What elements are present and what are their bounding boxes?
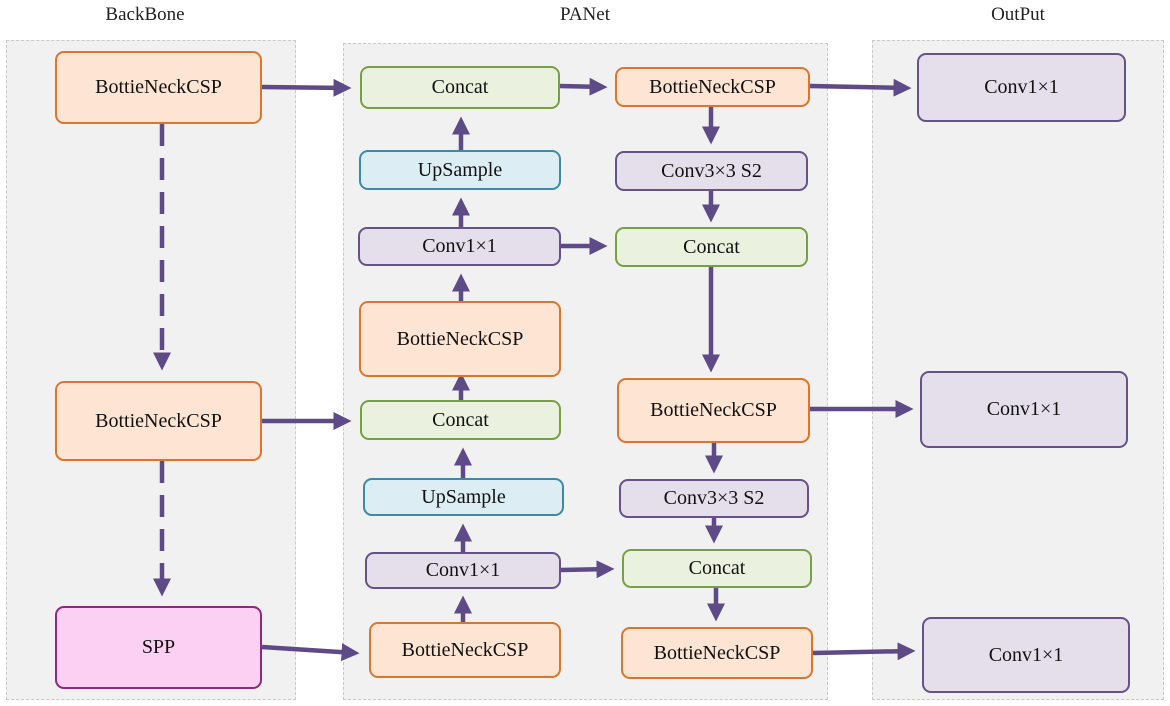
arrow-spp-to-csp-bot — [261, 643, 360, 662]
panet-conv3x3-s2-2: Conv3×3 S2 — [619, 479, 809, 518]
panet-concat-mid: Concat — [360, 400, 561, 440]
panet-conv1x1-bottom: Conv1×1 — [365, 552, 561, 589]
panet-bottleneck-csp-right-2: BottieNeckCSP — [617, 378, 810, 443]
panet-concat-right-1: Concat — [615, 227, 808, 267]
arrow-csp1-to-concat-top — [261, 78, 352, 97]
backbone-panel — [6, 40, 296, 700]
backbone-bottleneck-csp-1: BottieNeckCSP — [55, 51, 262, 124]
arrow-conv-bot-to-concat-r2 — [560, 560, 615, 579]
backbone-spp: SPP — [55, 606, 262, 689]
backbone-title: BackBone — [105, 4, 185, 25]
backbone-bottleneck-csp-2: BottieNeckCSP — [55, 381, 262, 461]
panet-bottleneck-csp-bottom: BottieNeckCSP — [369, 622, 561, 678]
arrow-csp-r3-to-out3 — [812, 642, 916, 661]
output-conv1x1-2: Conv1×1 — [920, 371, 1128, 448]
panet-bottleneck-csp-right-1: BottieNeckCSP — [615, 67, 810, 107]
panet-upsample-top: UpSample — [359, 150, 561, 190]
panet-concat-right-2: Concat — [622, 549, 812, 588]
output-panel — [872, 40, 1164, 700]
output-conv1x1-3: Conv1×1 — [922, 617, 1130, 693]
panet-bottleneck-csp-mid: BottieNeckCSP — [359, 301, 561, 377]
output-title: OutPut — [991, 4, 1045, 25]
panet-conv1x1-top: Conv1×1 — [358, 227, 561, 266]
panet-upsample-bottom: UpSample — [363, 478, 564, 516]
panet-title: PANet — [560, 4, 610, 25]
output-conv1x1-1: Conv1×1 — [917, 53, 1126, 122]
arrow-csp-r1-to-out1 — [809, 78, 912, 97]
panet-concat-top: Concat — [360, 66, 560, 109]
arrow-concat-top-to-csp-r1 — [559, 77, 608, 96]
panet-conv3x3-s2-1: Conv3×3 S2 — [615, 151, 808, 191]
panet-bottleneck-csp-right-3: BottieNeckCSP — [621, 627, 813, 679]
